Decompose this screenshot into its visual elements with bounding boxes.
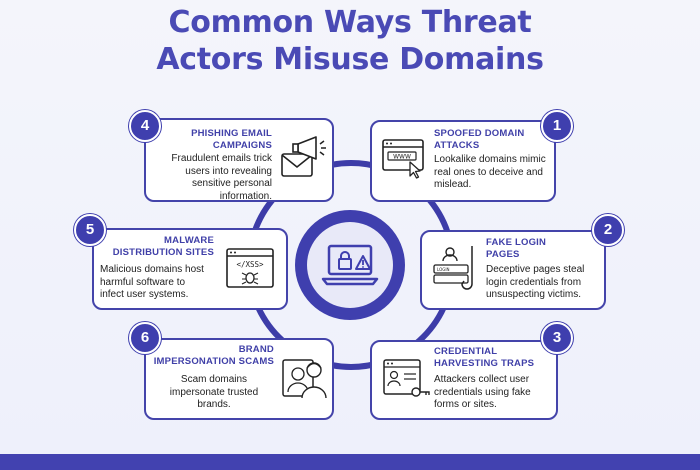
- step-number-badge: 4: [129, 110, 161, 142]
- card-title: PHISHING EMAIL CAMPAIGNS: [191, 128, 272, 151]
- card-title: FAKE LOGIN PAGES: [486, 237, 547, 260]
- card-text: Deceptive pages steal login credentials …: [486, 264, 585, 300]
- page-title: Common Ways Threat Actors Misuse Domains: [0, 4, 700, 78]
- card-credential-harvesting: CREDENTIAL HARVESTING TRAPS Attackers co…: [370, 340, 558, 420]
- center-hub: [295, 210, 405, 320]
- card-fake-login: LOGIN FAKE LOGIN PAGES Deceptive pages s…: [420, 230, 606, 310]
- card-text: Fraudulent emails trick users into revea…: [171, 153, 272, 202]
- card-spoofed-domain: WWW SPOOFED DOMAIN ATTACKS Lookalike dom…: [370, 120, 556, 202]
- card-title: SPOOFED DOMAIN ATTACKS: [434, 128, 525, 151]
- card-title: CREDENTIAL HARVESTING TRAPS: [434, 346, 535, 369]
- card-text: Malicious domains host harmful software …: [100, 264, 204, 300]
- page-title-line-2: Actors Misuse Domains: [156, 42, 544, 77]
- step-number-badge: 2: [592, 214, 624, 246]
- page-title-line-1: Common Ways Threat: [168, 5, 532, 40]
- impersonator-icon: [282, 359, 327, 399]
- megaphone-email-icon: [281, 136, 326, 177]
- laptop-lock-warning-icon: [321, 244, 379, 286]
- xss-bug-icon: </XSS>: [226, 248, 274, 288]
- login-hook-icon: LOGIN: [433, 246, 473, 290]
- card-title: BRAND IMPERSONATION SCAMS: [153, 344, 274, 367]
- card-brand-impersonation: BRAND IMPERSONATION SCAMS Scam domains i…: [144, 338, 334, 420]
- card-text: Scam domains impersonate trusted brands.: [169, 374, 259, 410]
- svg-text:WWW: WWW: [393, 154, 411, 161]
- card-text: Lookalike domains mimic real ones to dec…: [434, 154, 546, 190]
- step-number-badge: 6: [129, 322, 161, 354]
- step-number-badge: 3: [541, 322, 573, 354]
- step-number-badge: 5: [74, 214, 106, 246]
- svg-text:LOGIN: LOGIN: [437, 267, 450, 272]
- bottom-bar: [0, 454, 700, 470]
- center-hub-inner: [307, 222, 393, 308]
- card-title: MALWARE DISTRIBUTION SITES: [112, 235, 214, 258]
- card-malware-distribution: MALWARE DISTRIBUTION SITES Malicious dom…: [92, 228, 288, 310]
- browser-cursor-icon: WWW: [382, 139, 424, 179]
- card-text: Attackers collect user credentials using…: [434, 374, 531, 410]
- credential-form-icon: [383, 359, 430, 397]
- step-number-badge: 1: [541, 110, 573, 142]
- svg-text:</XSS>: </XSS>: [236, 260, 264, 269]
- card-phishing-email: PHISHING EMAIL CAMPAIGNS Fraudulent emai…: [144, 118, 334, 202]
